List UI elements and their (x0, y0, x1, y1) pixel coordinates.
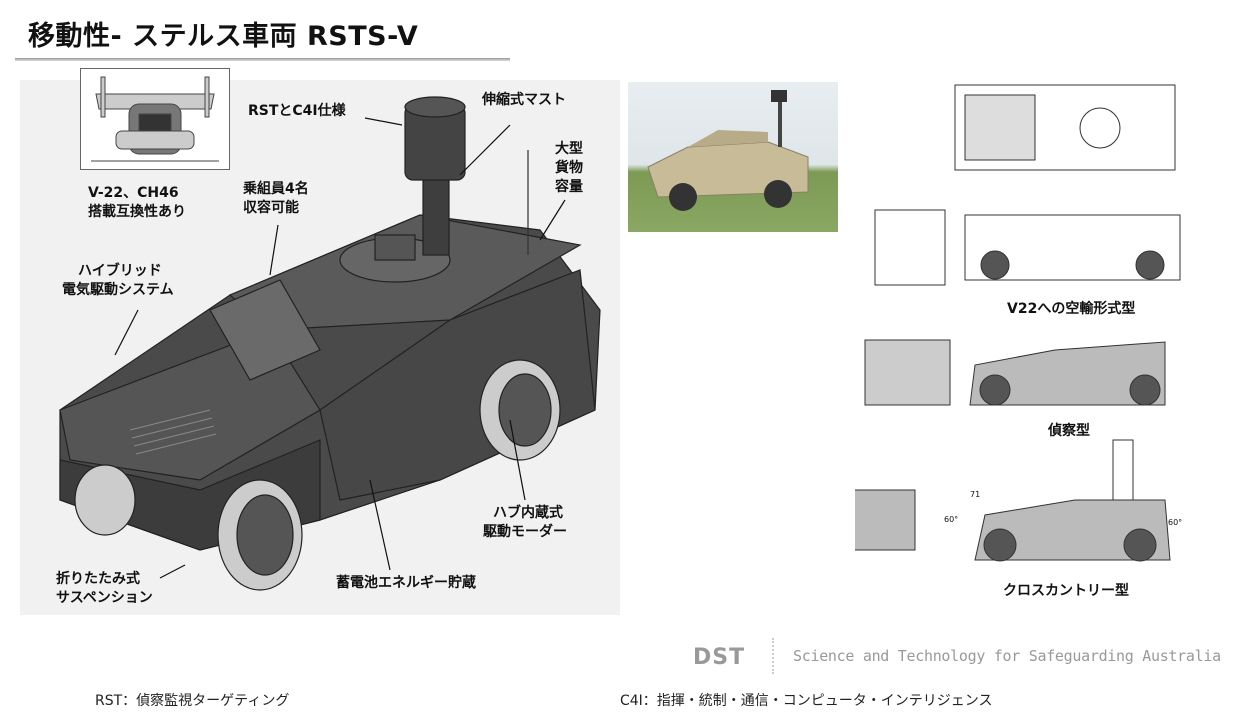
footnote-rst: RST：偵察監視ターゲティング (95, 693, 290, 709)
label-line: サスペンション (56, 590, 153, 606)
vehicle-photo (628, 82, 838, 232)
label-cargo: 大型 貨物 容量 (555, 140, 583, 197)
technical-drawings (855, 84, 1181, 562)
vehicle-illustration (59, 96, 601, 591)
title-divider (15, 58, 510, 61)
label-line: 折りたたみ式 (56, 571, 140, 587)
v22-aircraft-icon (91, 76, 219, 162)
label-line: 搭載互換性あり (88, 204, 186, 220)
label-line: 収容可能 (243, 200, 299, 216)
label-line: ハイブリッド (78, 263, 162, 279)
label-hub-motor: ハブ内蔵式 駆動モーダー (483, 504, 567, 542)
logo-separator (772, 638, 774, 674)
label-hybrid: ハイブリッド 電気駆動システム (62, 262, 174, 300)
label-battery: 蓄電池エネルギー貯蔵 (336, 575, 476, 591)
caption-v22-transport: V22への空輸形式型 (1007, 301, 1136, 317)
label-cargo-line: 貨物 (555, 160, 583, 176)
label-line: 電気駆動システム (62, 282, 174, 298)
label-rst-c4i: RSTとC4I仕様 (248, 103, 346, 119)
dimension-71: 71 (970, 490, 981, 499)
angle-front: 60° (944, 515, 959, 524)
label-crew: 乗組員4名 収容可能 (243, 180, 309, 218)
slide-title: 移動性- ステルス車両 RSTS-V (28, 21, 419, 52)
caption-recon: 偵察型 (1048, 423, 1090, 439)
vehicle-diagram-panel: RSTとC4I仕様 伸縮式マスト 大型 貨物 容量 V-22、CH46 搭載互換… (20, 80, 620, 615)
footnote-c4i: C4I：指揮・統制・通信・コンピュータ・インテリジェンス (620, 693, 993, 709)
label-suspension: 折りたたみ式 サスペンション (56, 570, 153, 608)
angle-rear: 60° (1168, 518, 1183, 527)
label-cargo-line: 大型 (555, 141, 583, 157)
caption-cross-country: クロスカントリー型 (1003, 583, 1129, 599)
label-v22-compat: V-22、CH46 搭載互換性あり (88, 184, 186, 222)
label-line: 駆動モーダー (483, 524, 567, 540)
label-line: ハブ内蔵式 (493, 505, 563, 521)
label-mast: 伸縮式マスト (482, 92, 566, 108)
dst-tagline: Science and Technology for Safeguarding … (793, 647, 1221, 665)
label-line: 乗組員4名 (243, 181, 309, 197)
dst-logo: DST (693, 645, 746, 670)
label-cargo-line: 容量 (555, 179, 583, 195)
v22-inset-drawing (80, 68, 230, 170)
label-line: V-22、CH46 (88, 185, 179, 201)
vehicle-photo-image (647, 90, 809, 211)
